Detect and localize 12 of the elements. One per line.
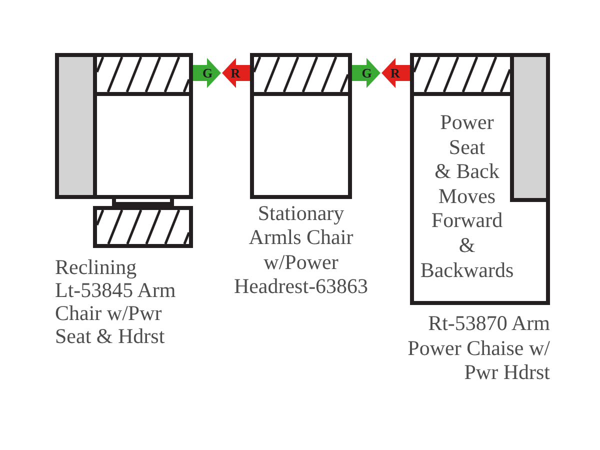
feature-note: Power Seat & Back Moves Forward & Backwards	[420, 110, 514, 282]
connector-arrow	[193, 58, 221, 88]
edge-label: G	[202, 66, 213, 80]
edge-label: G	[362, 66, 372, 80]
connector-arrow	[382, 58, 410, 88]
chair-caption: Reclining Lt-53845 Arm Chair w/Pwr Seat & Hdrst	[55, 256, 176, 348]
chaise-caption: Rt-53870 Arm Power Chaise w/ Pwr Hdrst	[408, 311, 550, 384]
connector-arrow	[222, 58, 250, 88]
connector-arrow	[352, 58, 380, 88]
edge-label: R	[230, 66, 240, 80]
edge-label: R	[390, 66, 400, 80]
chair-caption: Stationary Armls Chair w/Power Headrest-63863	[234, 201, 368, 298]
